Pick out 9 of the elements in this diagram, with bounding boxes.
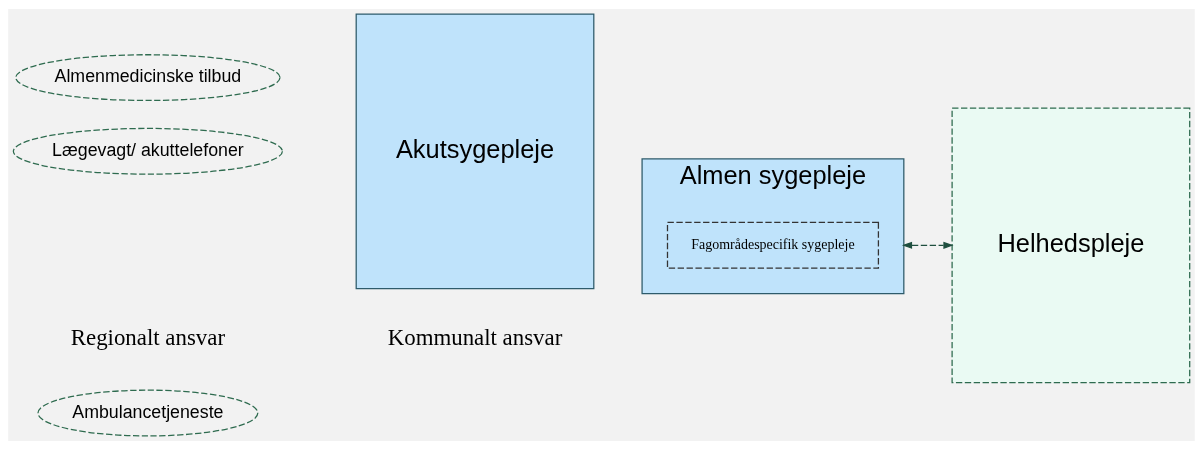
node-box: Akutsygepleje bbox=[355, 13, 595, 290]
node-ellipse: Ambulancetjeneste bbox=[37, 389, 259, 437]
label: Regionalt ansvar bbox=[70, 324, 226, 350]
label: Kommunalt ansvar bbox=[387, 324, 563, 350]
node-ellipse: Lægevagt/ akuttelefoner bbox=[12, 127, 284, 175]
arrow bbox=[901, 241, 954, 249]
node-ellipse: Almenmedicinske tilbud bbox=[15, 54, 281, 102]
node-box: Helhedspleje bbox=[951, 107, 1191, 384]
node-box: Fagområdespecifik sygepleje bbox=[666, 221, 880, 269]
